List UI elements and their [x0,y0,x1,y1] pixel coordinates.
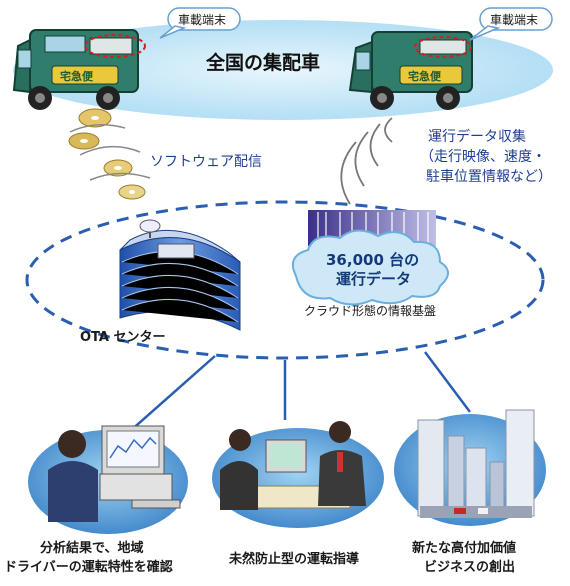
operation-data-line-1: 運行データ収集 [428,129,526,145]
terminal-label-right: 車載端末 [490,13,539,27]
software-distribution-label: ソフトウェア配信 [150,154,262,170]
ota-center-building [119,219,241,331]
cloud-data-label: 運行データ [336,270,412,288]
operation-data-line-3: 駐車位置情報など） [426,169,552,185]
terminal-callout-right [469,7,553,41]
outcome-analysis-line-1: 分析結果で、地域 [40,541,144,556]
cloud-count: 36,000 台の [326,251,420,269]
scene-coaching [212,421,384,528]
scene-city [394,409,546,526]
data-collection-arcs [340,117,393,205]
outcome-business-line-2: ビジネスの創出 [424,560,516,575]
software-discs [68,108,146,200]
cloud-caption: クラウド形態の情報基盤 [304,304,437,318]
scene-analysis [28,425,188,534]
terminal-callout-left [159,7,241,39]
outcome-analysis-line-2: ドライバーの運転特性を確認 [4,560,173,575]
delivery-truck-left [12,29,146,110]
outcome-coaching: 未然防止型の運転指導 [229,552,360,567]
truck-right-sign: 宅急便 [408,70,441,83]
terminal-label-left: 車載端末 [178,13,227,27]
truck-left-sign: 宅急便 [60,70,93,83]
operation-data-line-2: （走行映像、速度・ [420,149,546,165]
network-ellipse [25,200,545,360]
ota-center-label: OTA センター [80,330,166,345]
page-title: 全国の集配車 [206,52,321,74]
delivery-truck-right [348,31,473,110]
outcome-business-line-1: 新たな高付加価値 [412,541,517,556]
software-signal-arcs [69,124,151,181]
data-cloud [292,229,449,306]
